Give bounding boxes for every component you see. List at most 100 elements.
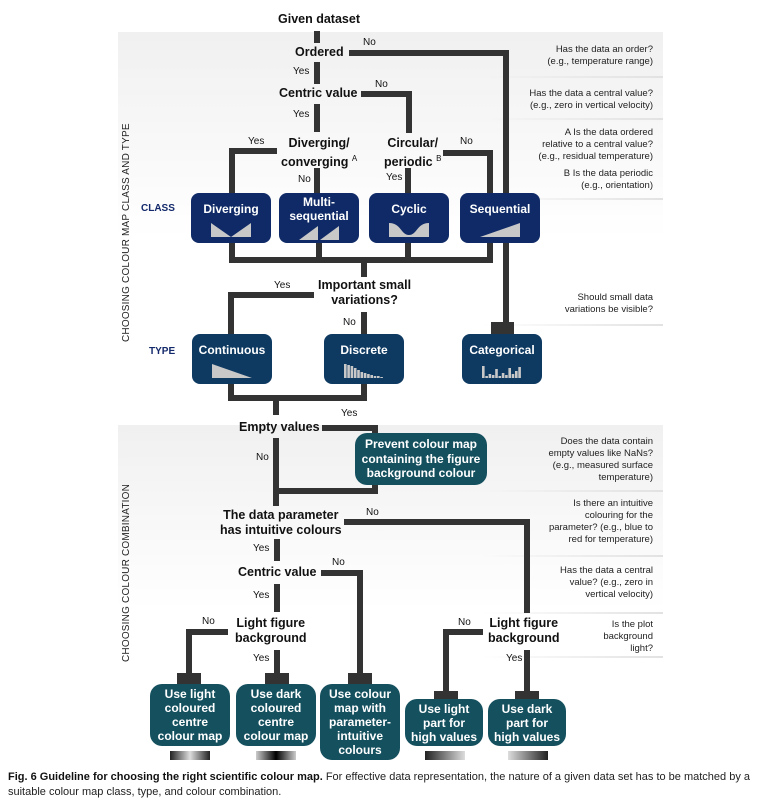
connector	[361, 257, 367, 277]
connector	[503, 50, 509, 328]
connector	[229, 242, 235, 262]
discrete-bar	[350, 366, 354, 378]
connector	[229, 148, 235, 193]
question-panel: Has the data an order?(e.g., temperature…	[480, 32, 663, 760]
categorical-bar	[495, 369, 498, 378]
connector	[361, 91, 412, 97]
diverging-glyph-icon	[211, 223, 251, 237]
class-box-cyclic: Cyclic	[369, 193, 449, 243]
edge-label-yes: Yes	[274, 280, 291, 291]
edge-label-yes: Yes	[293, 109, 310, 120]
section-label-class-type: CHOOSING COLOUR MAP CLASS AND TYPE	[121, 123, 132, 342]
prevent-background-colour-box: Prevent colour map containing the figure…	[355, 433, 487, 485]
question-ordered: Has the data an order?(e.g., temperature…	[547, 44, 653, 67]
connector	[357, 570, 363, 676]
connector	[524, 650, 530, 694]
type-box-continuous: Continuous	[192, 334, 272, 384]
caption-text: For effective data representation, the n…	[8, 771, 750, 798]
discrete-bar	[377, 376, 380, 378]
edge-label-no: No	[363, 37, 376, 48]
discrete-bar	[353, 368, 357, 378]
node-centric-value-2: Centric value	[238, 565, 317, 579]
connector	[487, 242, 493, 262]
connector	[273, 395, 279, 415]
categorical-bar	[505, 375, 508, 378]
type-box-categorical: Categorical	[462, 334, 542, 384]
edge-label-no: No	[366, 507, 379, 518]
edge-label-no: No	[298, 174, 311, 185]
edge-label-yes: Yes	[293, 66, 310, 77]
discrete-bar	[373, 376, 377, 378]
connector	[487, 150, 493, 193]
discrete-bar	[347, 365, 350, 378]
connector	[405, 242, 411, 262]
class-label: CLASS	[141, 203, 175, 214]
categorical-bar	[515, 371, 518, 378]
edge-label-no: No	[458, 617, 471, 628]
edge-label-no: No	[256, 452, 269, 463]
connector	[524, 519, 530, 613]
edge-label-no: No	[343, 317, 356, 328]
categorical-bar	[511, 374, 515, 378]
continuous-glyph-icon	[212, 364, 252, 378]
class-box-multi-sequential: Multi- sequential	[279, 193, 359, 243]
light-centre-gradient-bar	[170, 751, 210, 760]
node-light-background: Light figure background	[235, 616, 307, 645]
node-given-dataset: Given dataset	[278, 12, 360, 26]
figure-caption: Fig. 6 Guideline for choosing the right …	[8, 770, 778, 800]
multi-sequential-glyph-icon	[299, 226, 339, 240]
connector	[314, 31, 320, 43]
connector	[265, 673, 289, 685]
class-box-diverging: Diverging	[191, 193, 271, 243]
connector	[406, 91, 412, 133]
edge-label-no: No	[202, 616, 215, 627]
categorical-bar	[488, 374, 492, 378]
connector	[228, 292, 314, 298]
edge-label-no: No	[332, 557, 345, 568]
connector	[229, 148, 277, 154]
connector	[274, 584, 280, 612]
connector	[348, 673, 372, 685]
connector	[228, 292, 234, 334]
connector	[274, 650, 280, 676]
discrete-bar	[380, 377, 383, 378]
edge-label-yes: Yes	[253, 590, 270, 601]
discrete-glyph-icon	[344, 364, 383, 378]
edge-label-yes: Yes	[253, 653, 270, 664]
discrete-bar	[367, 374, 370, 378]
light-to-dark-gradient-bar	[508, 751, 548, 760]
question-centric: Has the data a central value?(e.g., zero…	[529, 88, 653, 111]
cyclic-glyph-icon	[389, 223, 429, 237]
node-diverging-converging: Diverging/ converging A	[281, 136, 358, 170]
connector	[228, 384, 234, 400]
dark-to-light-gradient-bar	[425, 751, 465, 760]
edge-label-yes: Yes	[341, 408, 358, 419]
node-light-background-2: Light figure background	[488, 616, 560, 645]
connector	[273, 488, 378, 494]
type-label: TYPE	[149, 346, 176, 357]
connector	[314, 62, 320, 84]
node-intuitive-colours: The data parameter has intuitive colours	[220, 508, 342, 537]
connector	[228, 395, 367, 401]
categorical-bar	[482, 366, 485, 378]
connector	[314, 168, 320, 193]
section-label-combination: CHOOSING COLOUR COMBINATION	[121, 483, 132, 662]
connector	[443, 150, 493, 156]
edge-label-yes: Yes	[386, 172, 403, 183]
edge-label-yes: Yes	[506, 653, 523, 664]
discrete-bar	[344, 364, 347, 378]
dark-centre-gradient-bar	[256, 751, 296, 760]
categorical-bar	[498, 376, 502, 378]
categorical-glyph-icon	[482, 366, 521, 378]
edge-label-no: No	[375, 79, 388, 90]
connector	[405, 168, 411, 193]
